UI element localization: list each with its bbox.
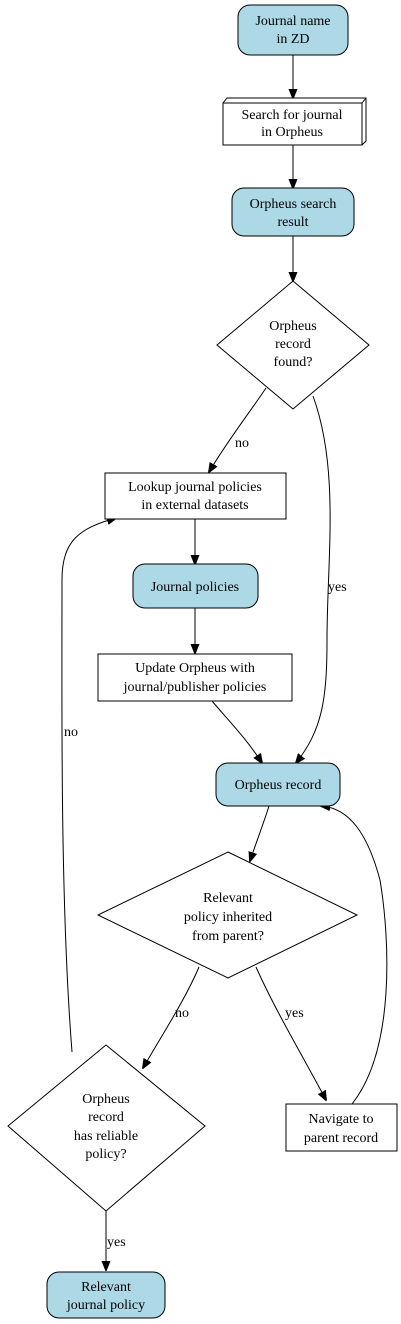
edge-label-found-no: no (235, 436, 249, 451)
node-label: from parent? (192, 929, 264, 944)
box3d-front (222, 102, 363, 146)
node-label: policy inherited (184, 910, 272, 925)
edge-record-to-inherited (250, 805, 270, 861)
node-label: found? (274, 355, 313, 370)
edge-update-to-record (211, 700, 262, 763)
node-orpheus-record: Orpheus record (215, 762, 341, 807)
rect-shape (104, 472, 287, 520)
node-label: Journal policies (151, 580, 239, 595)
node-lookup-policies: Lookup journal policies in external data… (104, 472, 287, 520)
rounded-rect-shape (237, 4, 349, 56)
node-reliable: Orpheus record has reliable policy? (7, 1044, 206, 1212)
rounded-rect-shape (132, 563, 259, 609)
rounded-rect-shape (231, 187, 355, 237)
node-label: record (88, 1110, 124, 1125)
edge-reliable-no (61, 518, 116, 1053)
node-label: record (275, 337, 311, 352)
node-label: in ZD (276, 32, 309, 47)
edge-label-inherited-no: no (175, 1006, 189, 1021)
edge-label-reliable-yes: yes (107, 1235, 126, 1250)
diamond-shape (216, 280, 370, 410)
edge-found-no (209, 387, 267, 472)
edge-inherited-yes (255, 966, 326, 1100)
edge-navigate-to-record (321, 806, 388, 1105)
node-label: journal/publisher policies (123, 680, 267, 695)
box3d-edge (361, 97, 367, 104)
node-label: policy? (85, 1147, 126, 1162)
node-label: Orpheus (82, 1092, 129, 1107)
node-label: Orpheus search (250, 197, 337, 212)
node-label: Orpheus record (235, 778, 322, 793)
rect-shape (97, 653, 293, 702)
edge-label-reliable-no: no (64, 725, 78, 740)
edge-label-found-yes: yes (328, 580, 347, 595)
node-relevant-policy: Relevant journal policy (46, 1271, 166, 1319)
node-label: Orpheus (269, 319, 316, 334)
edge-found-yes (296, 395, 331, 763)
node-label: Relevant (81, 1280, 131, 1295)
node-label: Search for journal (241, 108, 342, 123)
node-label: in Orpheus (261, 125, 323, 140)
node-label: Journal name (255, 14, 330, 29)
edge-label-inherited-yes: yes (285, 1006, 304, 1021)
rounded-rect-shape (46, 1271, 166, 1319)
node-label: journal policy (66, 1298, 145, 1313)
diamond-shape (96, 851, 359, 979)
node-label: result (277, 215, 308, 230)
rounded-rect-shape (215, 762, 341, 807)
node-update-orpheus: Update Orpheus with journal/publisher po… (97, 653, 293, 702)
node-search-result: Orpheus search result (231, 187, 355, 237)
rect-shape (285, 1103, 398, 1152)
node-label: Update Orpheus with (135, 661, 255, 676)
node-label: Navigate to (309, 1112, 374, 1127)
node-label: Relevant (203, 891, 253, 906)
node-inherited: Relevant policy inherited from parent? (96, 851, 359, 979)
node-label: has reliable (74, 1129, 138, 1144)
node-label: parent record (304, 1131, 378, 1146)
node-record-found: Orpheus record found? (216, 280, 370, 410)
node-journal-name: Journal name in ZD (237, 4, 349, 56)
diamond-shape (7, 1044, 206, 1212)
node-search-journal: Search for journal in Orpheus (222, 97, 367, 146)
edge-inherited-no (143, 966, 200, 1068)
node-label: Lookup journal policies (128, 480, 262, 495)
node-label: in external datasets (141, 498, 248, 513)
node-journal-policies: Journal policies (132, 563, 259, 609)
node-navigate-parent: Navigate to parent record (285, 1103, 398, 1152)
